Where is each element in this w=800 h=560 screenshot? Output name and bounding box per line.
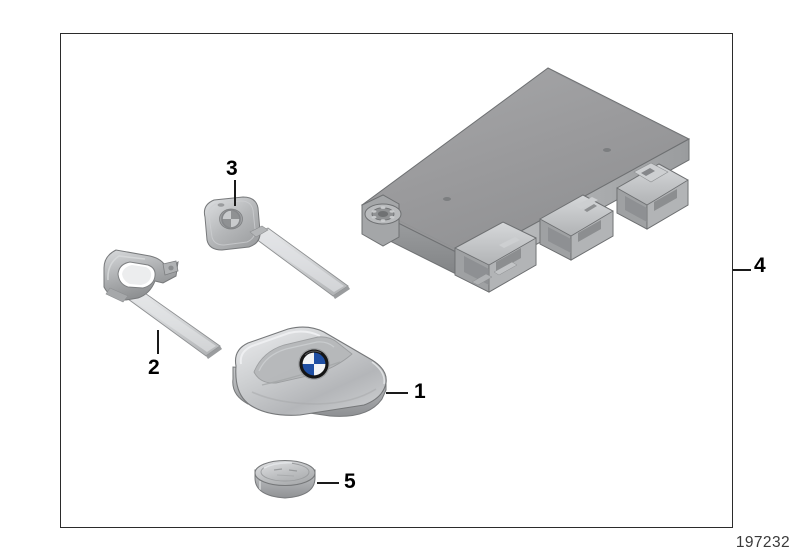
callout-5-label: 5 [344, 470, 356, 493]
diagram-border-frame [60, 33, 733, 528]
callout-3-label: 3 [226, 157, 238, 180]
callout-2-leader [157, 330, 160, 354]
callout-1-leader [386, 392, 408, 395]
callout-3-leader [234, 180, 237, 206]
callout-5-leader [317, 482, 339, 485]
callout-2-label: 2 [148, 356, 160, 379]
callout-4-leader [733, 269, 751, 272]
part-number: 197232 [735, 534, 790, 551]
callout-4-label: 4 [754, 254, 766, 277]
callout-1-label: 1 [414, 380, 426, 403]
